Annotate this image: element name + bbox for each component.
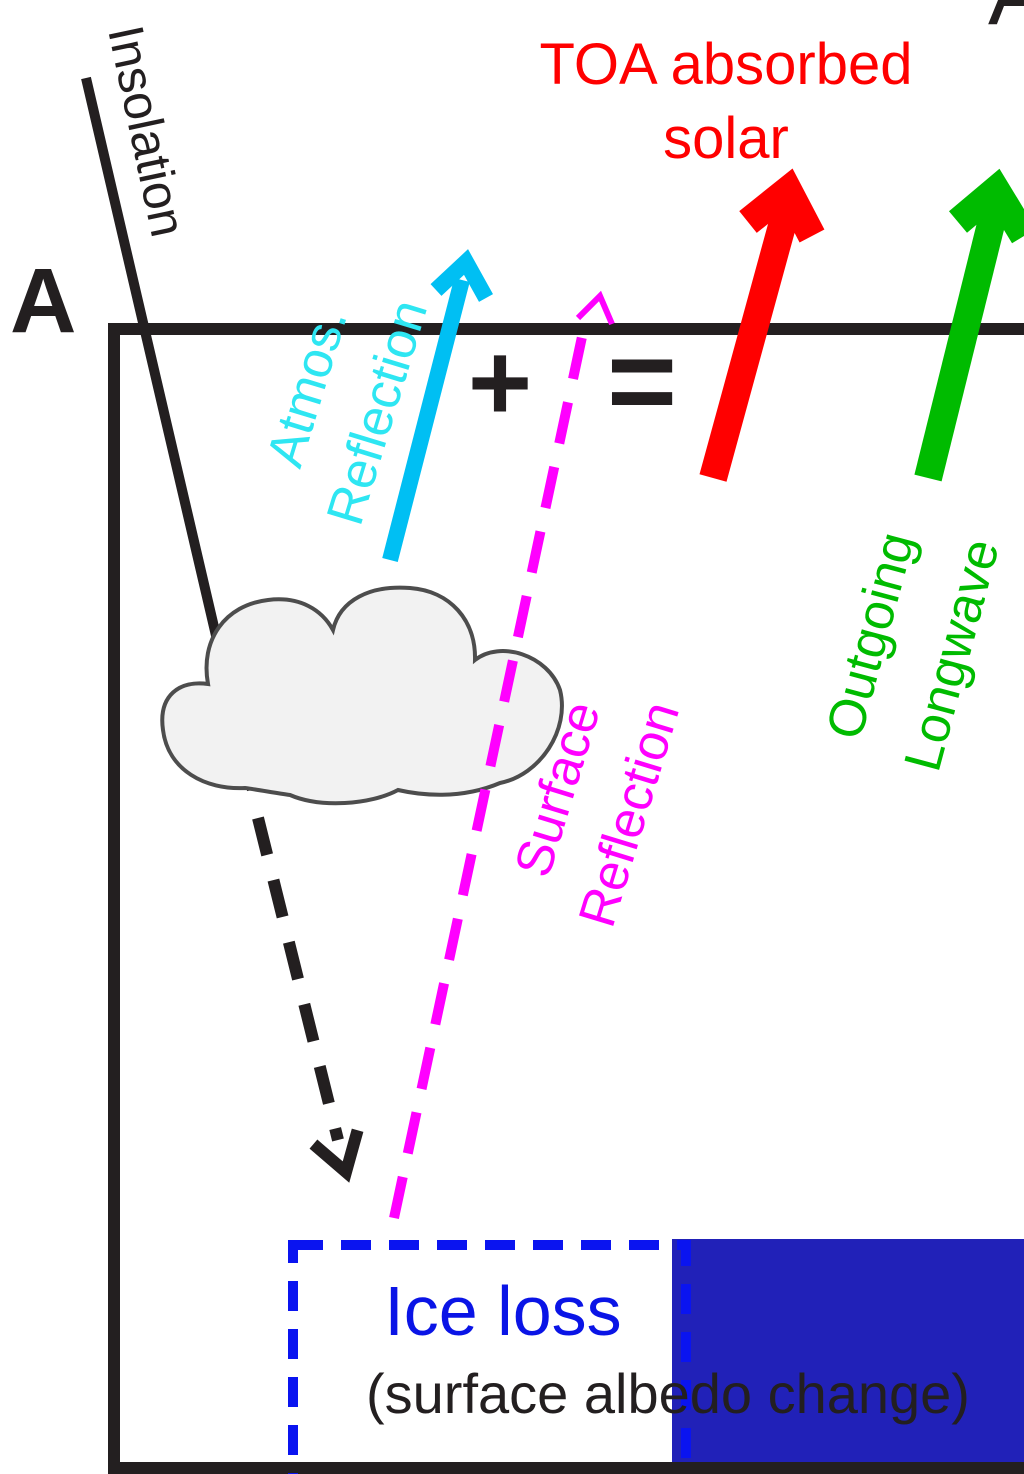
panel-label: A [10, 250, 76, 352]
ocean-block [672, 1239, 1024, 1474]
ice-loss-region [288, 1240, 691, 1474]
albedo-note: (surface albedo change) [366, 1362, 970, 1425]
ice-loss-label: Ice loss [384, 1272, 621, 1350]
cloud-shape [160, 585, 564, 806]
insolation-dashed-line [252, 816, 344, 1142]
toa-absorbed-arrow [699, 200, 802, 482]
equals-sign: = [607, 314, 677, 448]
plus-sign: + [468, 321, 532, 444]
surface-reflection-line [389, 316, 591, 1220]
frame-box [108, 323, 1024, 1474]
outgoing-longwave-arrowhead [948, 168, 1024, 244]
toa-label-line2: solar [663, 106, 789, 171]
atmos-reflection-arrow [382, 278, 470, 562]
atmos-reflection-arrowhead [430, 249, 493, 302]
insolation-arrowhead [309, 1128, 364, 1183]
toa-label-line1: TOA absorbed [540, 32, 913, 97]
corner-glyph: A [988, 0, 1024, 44]
outgoing-longwave-arrow [914, 200, 1010, 482]
surface-reflection-arrowhead [575, 290, 615, 326]
toa-absorbed-arrowhead [739, 168, 825, 243]
